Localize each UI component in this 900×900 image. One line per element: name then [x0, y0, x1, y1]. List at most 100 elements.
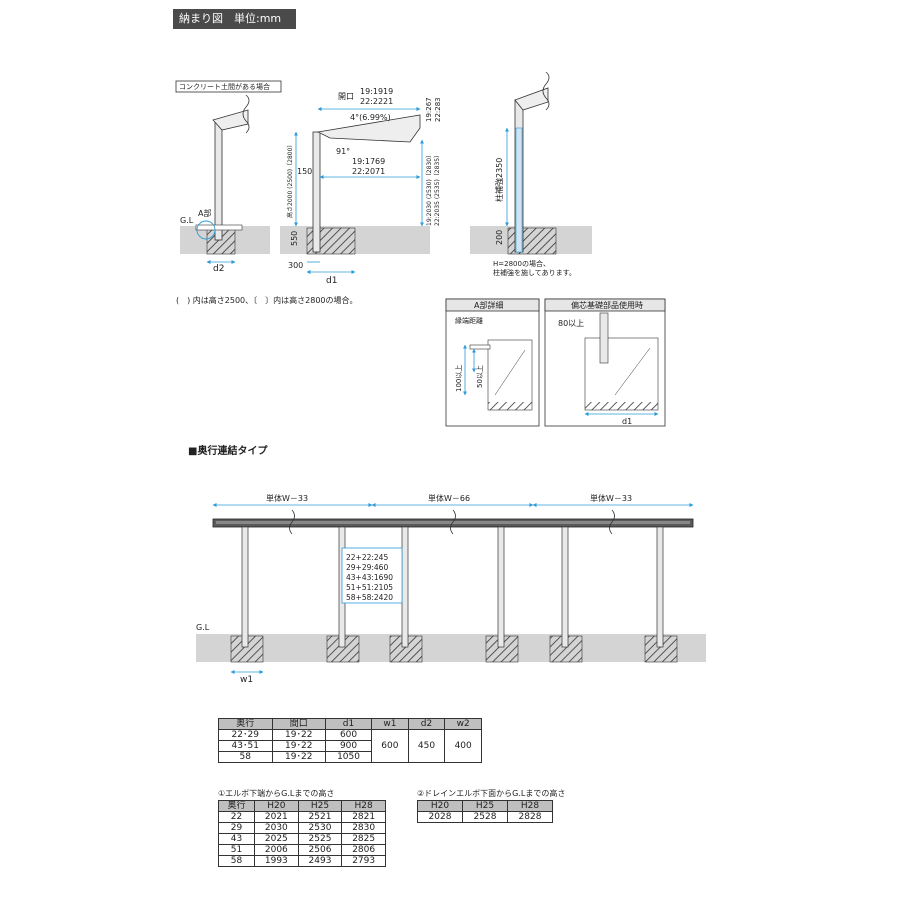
th-depth: 奥行: [218, 718, 273, 730]
detail-b-title: 偏芯基礎部品使用時: [571, 300, 643, 310]
detail-b-title-bar: [544, 298, 666, 312]
span-left: 単体W－33: [266, 493, 308, 503]
th-width: 間口: [271, 718, 326, 730]
h2800-note-1: H=2800の場合、: [493, 259, 550, 268]
detail-a-foundation: [487, 339, 533, 411]
cell: 2506: [297, 844, 343, 856]
page-title: 納まり図 単位:mm: [173, 9, 296, 29]
cell: 1993: [254, 855, 299, 867]
gl-label-top: G.L: [180, 216, 194, 225]
cell: 2821: [341, 811, 386, 823]
cell: 29: [218, 822, 255, 834]
cell: 2521: [297, 811, 343, 823]
detail-a-slab: [469, 344, 491, 350]
main-dimension-table: 奥行 間口 d1 w1 d2 w2 22･29 19･22 600 600 45…: [218, 718, 482, 763]
combo-line-4: 58+58:2420: [346, 593, 393, 602]
cell: 2021: [254, 811, 299, 823]
detail-b-hatch-line: [614, 347, 651, 396]
detail-a-title-bar: [445, 298, 540, 312]
roof-right: [514, 87, 549, 111]
cell: 43: [218, 833, 255, 845]
detail-a-hatch-line: [494, 349, 526, 396]
cell: 2806: [341, 844, 386, 856]
detail-a-50: 50以上: [475, 365, 484, 388]
detail-a-bottom-hatch: [488, 402, 532, 410]
post-5: [561, 526, 569, 648]
cell: 43･51: [218, 740, 273, 752]
gl-label-bottom: G.L: [196, 623, 210, 632]
section2-title: ■奥行連結タイプ: [188, 444, 268, 457]
detail-b-post: [599, 312, 609, 364]
post-4: [497, 526, 505, 648]
th-e0: 奥行: [218, 800, 255, 812]
post-mid: [312, 131, 321, 253]
th-d2: d2: [407, 718, 446, 730]
detail-b-80: 80以上: [558, 319, 584, 328]
d1-label-top: d1: [326, 276, 337, 286]
cell: 58: [218, 751, 273, 763]
post-reinforce: [515, 127, 523, 253]
combo-line-3: 51+51:2105: [346, 583, 393, 592]
a-part-circle: [196, 220, 216, 240]
concrete-label-box: [175, 80, 282, 93]
cell-w1: 600: [371, 729, 409, 763]
post-6: [656, 526, 664, 648]
break-right: [542, 71, 550, 111]
detail-b-foundation: [584, 337, 659, 411]
cell: 600: [324, 729, 373, 741]
break-left: [242, 94, 250, 134]
th-e3: H28: [341, 800, 386, 812]
dim-150: 150: [297, 167, 312, 176]
roof-mid: [316, 114, 421, 143]
detail-a-title: A部詳細: [474, 300, 503, 310]
cell: 2830: [341, 822, 386, 834]
post-1: [241, 526, 249, 648]
ground-bottom: [196, 634, 706, 662]
slope-angle: 4°(6.99%): [350, 113, 391, 122]
th-d2: H28: [507, 800, 553, 812]
cell: 2493: [297, 855, 343, 867]
detail-b-d1: d1: [622, 417, 632, 426]
cell: 2793: [341, 855, 386, 867]
th-w1: w1: [371, 718, 409, 730]
cell-w2: 400: [444, 729, 482, 763]
th-d1: d1: [324, 718, 373, 730]
span-right: 単体W－33: [590, 493, 632, 503]
opening-22: 22:2221: [360, 97, 393, 106]
detail-b-bottom-hatch: [585, 402, 658, 410]
cell: 2528: [462, 811, 508, 823]
table-row: 2028 2528 2828: [417, 811, 553, 823]
d2-label: d2: [213, 264, 224, 274]
cell: 900: [324, 740, 373, 752]
cell: 2006: [254, 844, 299, 856]
paren-note: ( ) 内は高さ2500、〔 〕内は高さ2800の場合。: [176, 295, 358, 305]
posts-group: [230, 526, 678, 663]
elbow-table-caption: ①エルボ下端からG.Lまでの高さ: [218, 789, 335, 798]
cell: 22･29: [218, 729, 273, 741]
foundation-5: [549, 635, 583, 663]
th-w2: w2: [444, 718, 482, 730]
cell: 2530: [297, 822, 343, 834]
dim-300: 300: [288, 261, 303, 270]
combo-line-2: 43+43:1690: [346, 573, 393, 582]
a-part-label: A部: [198, 208, 211, 218]
cell: 51: [218, 844, 255, 856]
cell: 2828: [507, 811, 553, 823]
roof-break-2: [450, 509, 456, 535]
w1-label: w1: [240, 675, 253, 685]
detail-a-100: 100以上: [454, 365, 463, 392]
th-d1: H25: [462, 800, 508, 812]
cell: 2025: [254, 833, 299, 845]
cell: 58: [218, 855, 255, 867]
th-d0: H20: [417, 800, 463, 812]
opening-label: 開口: [338, 92, 354, 101]
cell: 2825: [341, 833, 386, 845]
right-dim-22: 22:283: [434, 97, 442, 122]
span-mid: 単体W－66: [428, 493, 470, 503]
cell: 19･22: [271, 740, 326, 752]
